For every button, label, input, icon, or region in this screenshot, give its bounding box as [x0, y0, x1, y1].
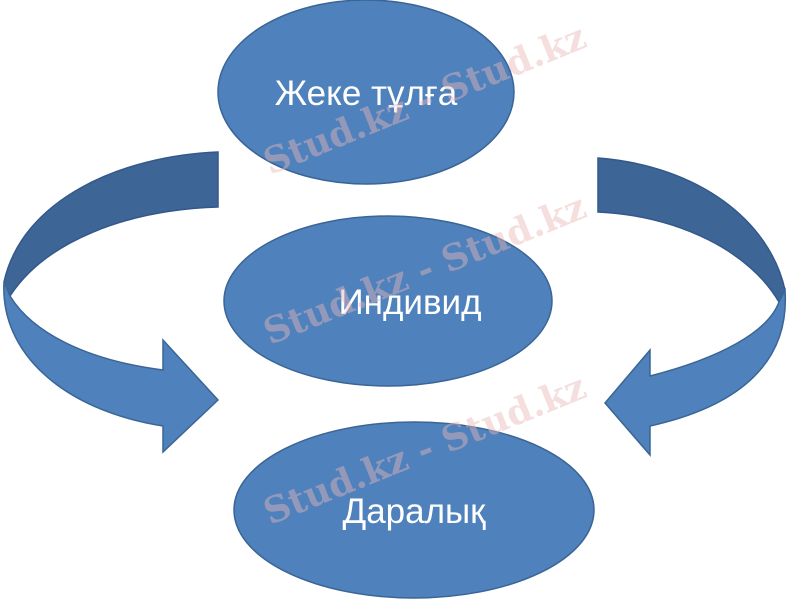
node-label: Даралық [343, 492, 487, 531]
left-arrow-back [3, 151, 219, 298]
right-arrow-back [597, 157, 786, 304]
node-label: Индивид [338, 283, 481, 322]
node-label: Жеке тұлға [275, 74, 458, 113]
right-arrow-front [604, 287, 787, 458]
left-arrow-front [3, 281, 220, 454]
node-top: Жеке тұлға [217, 0, 515, 185]
node-middle: Индивид [223, 215, 553, 387]
node-bottom: Даралық [233, 421, 595, 599]
right-curved-arrow [597, 157, 787, 458]
left-curved-arrow [3, 151, 220, 454]
